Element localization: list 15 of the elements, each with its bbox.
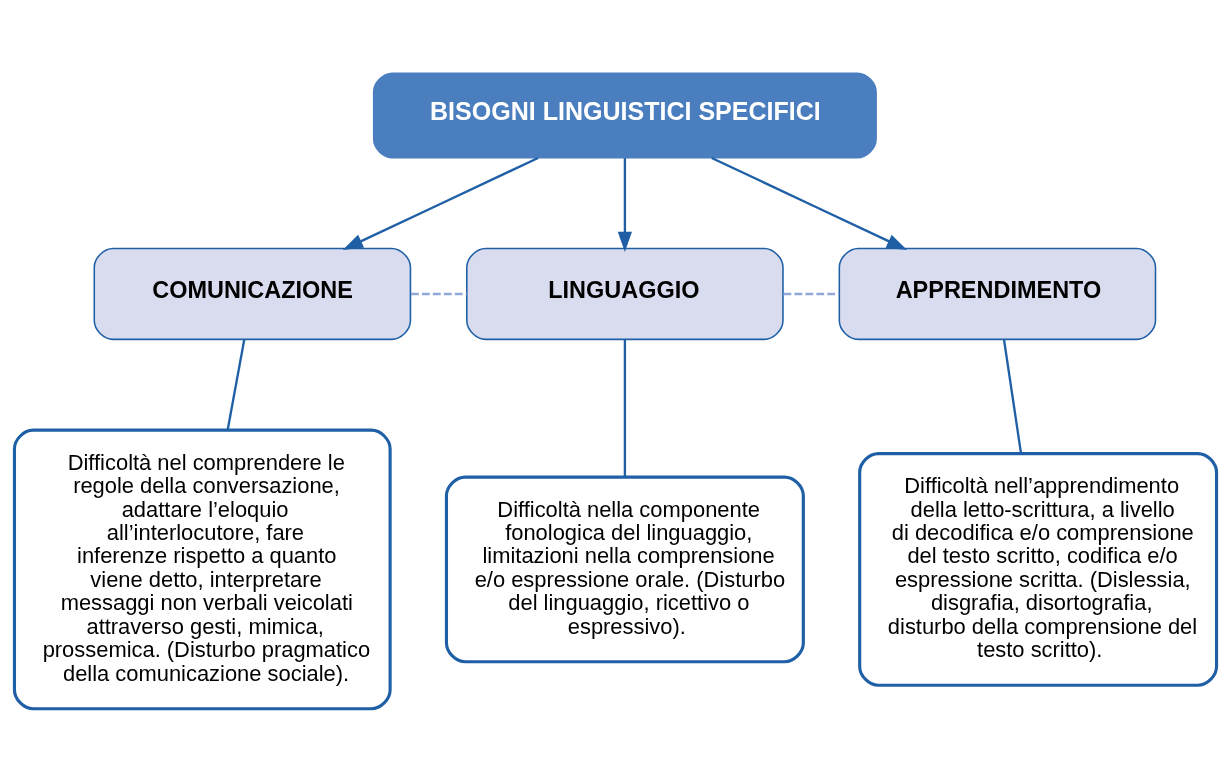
node-box: Difficoltà nel comprendere le regole della conversazione, adattare l’eloquio all’interlocutore, fare inferenze rispetto a quanto viene detto, interpretare messaggi non verbali veicolati attraverso gesti, mimica, prossemica. (Disturbo pragmatico della comunicazione sociale). <box>12 428 392 710</box>
node-box: Difficoltà nella componente fonologica del linguaggio, limitazioni nella comprensione e/o espressione orale. (Disturbo del linguaggio, ricettivo o espressivo). <box>444 475 805 663</box>
node-box: COMUNICAZIONE <box>93 247 412 340</box>
arrow <box>342 156 539 250</box>
connector <box>226 339 246 430</box>
arrow <box>617 157 633 252</box>
arrow <box>711 156 908 250</box>
connector <box>783 292 840 295</box>
node-box: LINGUAGGIO <box>466 247 784 340</box>
connector <box>411 292 467 295</box>
node-box: Difficoltà nell’apprendimento della letto-scrittura, a livello di decodifica e/o comprensione del testo scritto, codifica e/o espressione scritta. (Dislessia, disgrafia, disortografia, disturbo della comprensione del testo scritto). <box>858 451 1219 687</box>
node-box: BISOGNI LINGUISTICI SPECIFICI <box>372 71 877 159</box>
connector <box>623 339 627 477</box>
connector <box>1002 339 1023 454</box>
node-box: APPRENDIMENTO <box>838 247 1157 340</box>
